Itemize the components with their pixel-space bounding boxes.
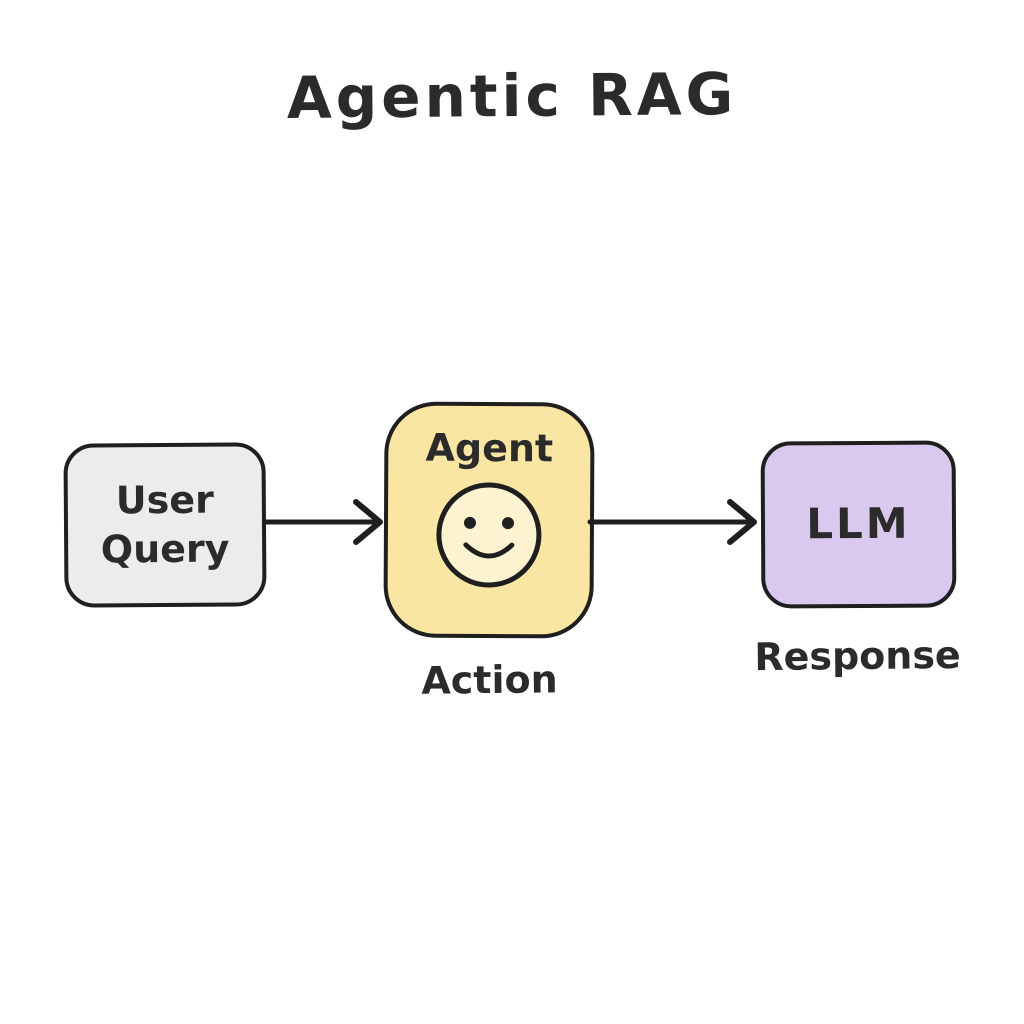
diagram-title: Agentic RAG <box>286 60 738 132</box>
arrow-user-query-to-agent <box>263 499 383 545</box>
node-agent: Agent <box>383 401 595 639</box>
arrow-agent-to-llm <box>587 499 757 545</box>
caption-action: Action <box>421 657 558 703</box>
caption-response: Response <box>754 632 961 680</box>
llm-label: LLM <box>806 498 911 549</box>
node-user-query: User Query <box>63 442 267 608</box>
smiley-face-icon <box>436 482 542 588</box>
node-llm: LLM <box>760 440 957 609</box>
user-query-label: User Query <box>100 477 230 572</box>
agent-label: Agent <box>425 425 554 471</box>
